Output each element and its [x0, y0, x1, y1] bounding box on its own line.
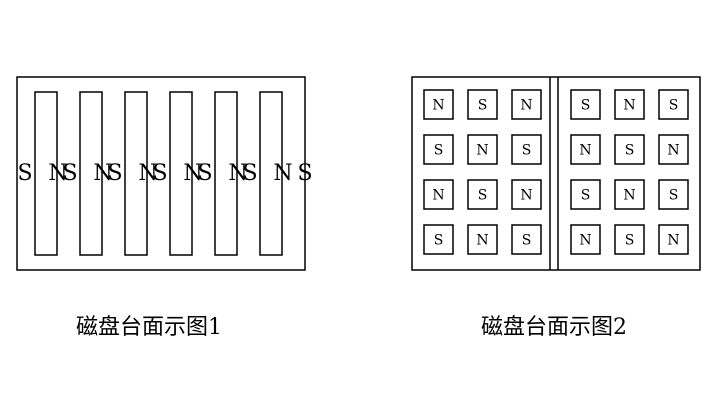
magnet-block	[467, 89, 498, 120]
magnet-block-pole: S	[522, 233, 532, 249]
magnet-block	[467, 134, 498, 165]
pole-label-right: N	[138, 161, 157, 186]
magnet-block	[423, 134, 454, 165]
magnet-block-pole: N	[667, 143, 679, 159]
magnet-block-pole: S	[581, 188, 591, 204]
magnet-block	[570, 134, 601, 165]
magnet-block	[423, 89, 454, 120]
magnet-block-pole: S	[669, 188, 679, 204]
magnet-block	[570, 224, 601, 255]
pole-label-right: N	[48, 161, 67, 186]
magnet-block	[614, 224, 645, 255]
magnet-block	[658, 179, 689, 210]
magnet-block	[467, 179, 498, 210]
figure2-right-grid: S N S N S N S N S N S N	[570, 89, 689, 255]
magnet-bar	[214, 91, 238, 256]
magnet-block-pole: N	[432, 188, 444, 204]
magnet-block	[467, 224, 498, 255]
pole-label-left: S	[242, 161, 257, 186]
magnet-block-pole: S	[625, 233, 635, 249]
magnet-block-pole: S	[434, 143, 444, 159]
pole-label-right: N	[228, 161, 247, 186]
pole-label-left: S	[107, 161, 122, 186]
magnet-block-pole: N	[623, 98, 635, 114]
magnet-block	[511, 134, 542, 165]
magnet-block	[614, 179, 645, 210]
magnet-block	[658, 134, 689, 165]
magnet-bar	[169, 91, 193, 256]
magnet-block-pole: N	[476, 233, 488, 249]
pole-label-left: S	[17, 161, 32, 186]
magnet-bar	[259, 91, 283, 256]
magnet-block	[423, 224, 454, 255]
magnet-block	[511, 224, 542, 255]
pole-label-right: N	[93, 161, 112, 186]
magnet-block-pole: S	[522, 143, 532, 159]
pole-label-left: S	[197, 161, 212, 186]
magnet-block-pole: N	[476, 143, 488, 159]
figure1-caption: 磁盘台面示图1	[76, 315, 222, 340]
magnet-block-pole: N	[520, 98, 532, 114]
magnet-block-pole: S	[478, 188, 488, 204]
magnet-block-pole: S	[625, 143, 635, 159]
figure2-table: N S N S N S N S N S N S S N S N S N S N S N S N	[411, 76, 701, 271]
magnet-bar	[79, 91, 103, 256]
magnet-block-pole: N	[579, 143, 591, 159]
magnet-block	[570, 179, 601, 210]
magnet-block-pole: N	[579, 233, 591, 249]
pole-label-right: N	[273, 161, 292, 186]
figure1-outer-frame	[16, 76, 306, 271]
figure2-outer-frame	[411, 76, 701, 271]
figure2-left-grid: N S N S N S N S N S N S	[423, 89, 542, 255]
magnet-block	[658, 89, 689, 120]
magnet-block	[614, 89, 645, 120]
magnet-block	[511, 179, 542, 210]
magnet-bar	[34, 91, 58, 256]
magnet-block-pole: S	[669, 98, 679, 114]
magnet-block	[511, 89, 542, 120]
magnet-block-pole: N	[520, 188, 532, 204]
magnet-block-pole: S	[434, 233, 444, 249]
pole-label-left: S	[152, 161, 167, 186]
magnet-block-pole: N	[432, 98, 444, 114]
pole-label-trailing: S	[297, 161, 312, 186]
magnet-block	[658, 224, 689, 255]
magnet-block	[614, 134, 645, 165]
magnet-block	[423, 179, 454, 210]
pole-label-left: S	[62, 161, 77, 186]
figure2-caption: 磁盘台面示图2	[481, 315, 627, 340]
magnet-bar	[124, 91, 148, 256]
magnet-block-pole: N	[623, 188, 635, 204]
magnet-block-pole: S	[478, 98, 488, 114]
magnet-block	[570, 89, 601, 120]
pole-label-right: N	[183, 161, 202, 186]
magnet-block-pole: S	[581, 98, 591, 114]
magnet-block-pole: N	[667, 233, 679, 249]
